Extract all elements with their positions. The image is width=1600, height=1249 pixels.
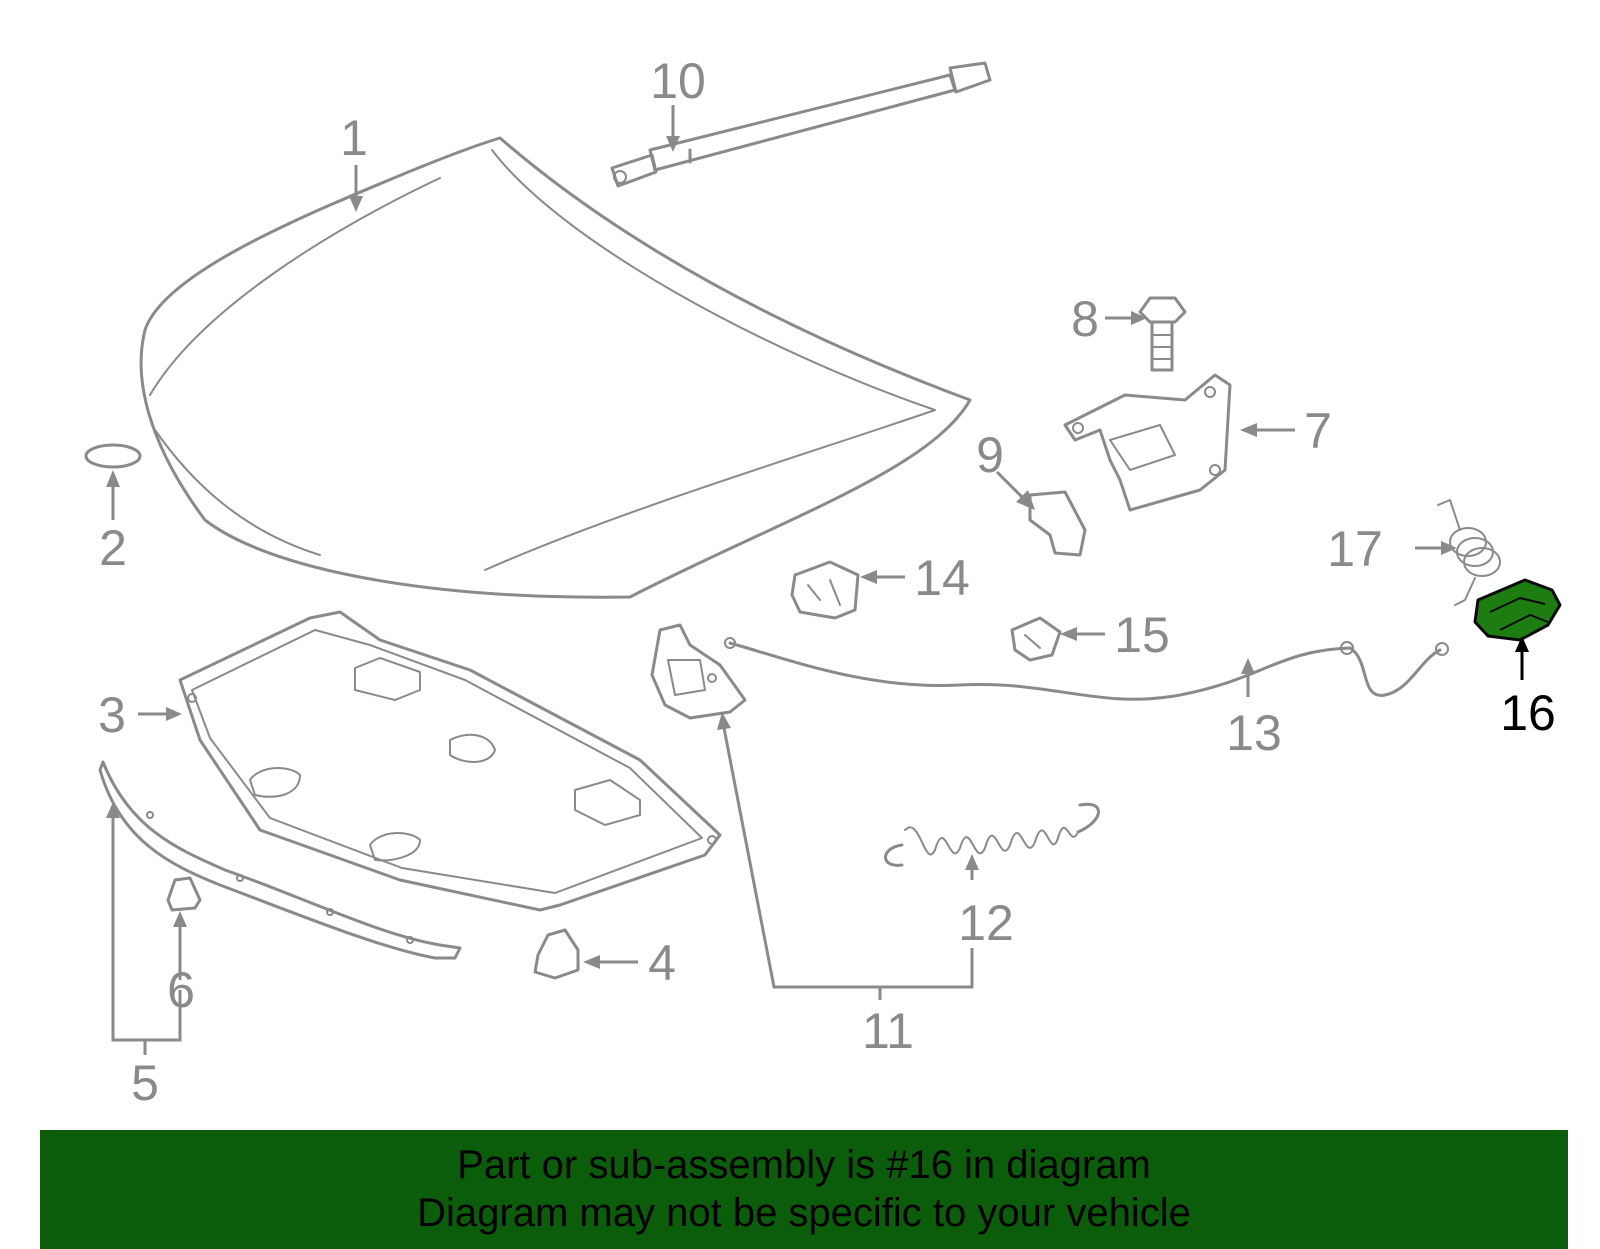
part-16-highlighted[interactable] bbox=[1473, 578, 1562, 642]
callout-1: 1 bbox=[340, 110, 368, 166]
banner-part-note: Part or sub-assembly is #16 in diagram bbox=[457, 1143, 1151, 1187]
callout-2: 2 bbox=[99, 520, 127, 576]
part-12-spring[interactable] bbox=[884, 802, 1100, 867]
part-8-bolt[interactable] bbox=[1138, 296, 1187, 372]
callout-15: 15 bbox=[1114, 607, 1170, 663]
part-7-hinge[interactable] bbox=[1063, 373, 1232, 512]
part-4-bumper-stop[interactable] bbox=[533, 928, 580, 980]
callout-14: 14 bbox=[914, 550, 970, 606]
part-17-spring[interactable] bbox=[1437, 499, 1501, 606]
part-15-clip[interactable] bbox=[1010, 616, 1062, 662]
part-6-fastener[interactable] bbox=[166, 876, 202, 912]
callout-4: 4 bbox=[648, 935, 676, 991]
callout-16: 16 bbox=[1500, 685, 1556, 741]
callout-10: 10 bbox=[650, 53, 706, 109]
callout-12: 12 bbox=[958, 895, 1014, 951]
leader-16 bbox=[1515, 636, 1529, 680]
callout-9: 9 bbox=[976, 427, 1004, 483]
callout-11: 11 bbox=[862, 1003, 914, 1059]
callout-6: 6 bbox=[167, 962, 195, 1018]
callout-8: 8 bbox=[1071, 291, 1099, 347]
callout-7: 7 bbox=[1304, 403, 1332, 459]
part-11-latch[interactable] bbox=[650, 623, 747, 720]
part-10-support-strut[interactable] bbox=[610, 61, 992, 188]
callout-13: 13 bbox=[1226, 705, 1282, 761]
part-2-ring[interactable] bbox=[84, 443, 142, 469]
part-5-seal[interactable] bbox=[98, 760, 462, 960]
info-banner: Part or sub-assembly is #16 in diagram D… bbox=[40, 1130, 1568, 1249]
part-9-bracket[interactable] bbox=[1028, 490, 1087, 557]
part-13-cable[interactable] bbox=[724, 637, 1449, 701]
part-1-hood[interactable] bbox=[139, 136, 972, 599]
callout-3: 3 bbox=[98, 687, 126, 743]
callout-17: 17 bbox=[1327, 521, 1383, 577]
callout-5: 5 bbox=[131, 1055, 159, 1111]
part-3-insulator[interactable] bbox=[178, 610, 722, 912]
leader-lines bbox=[106, 105, 1457, 1055]
part-14-clip[interactable] bbox=[790, 560, 860, 620]
banner-disclaimer: Diagram may not be specific to your vehi… bbox=[417, 1191, 1191, 1235]
